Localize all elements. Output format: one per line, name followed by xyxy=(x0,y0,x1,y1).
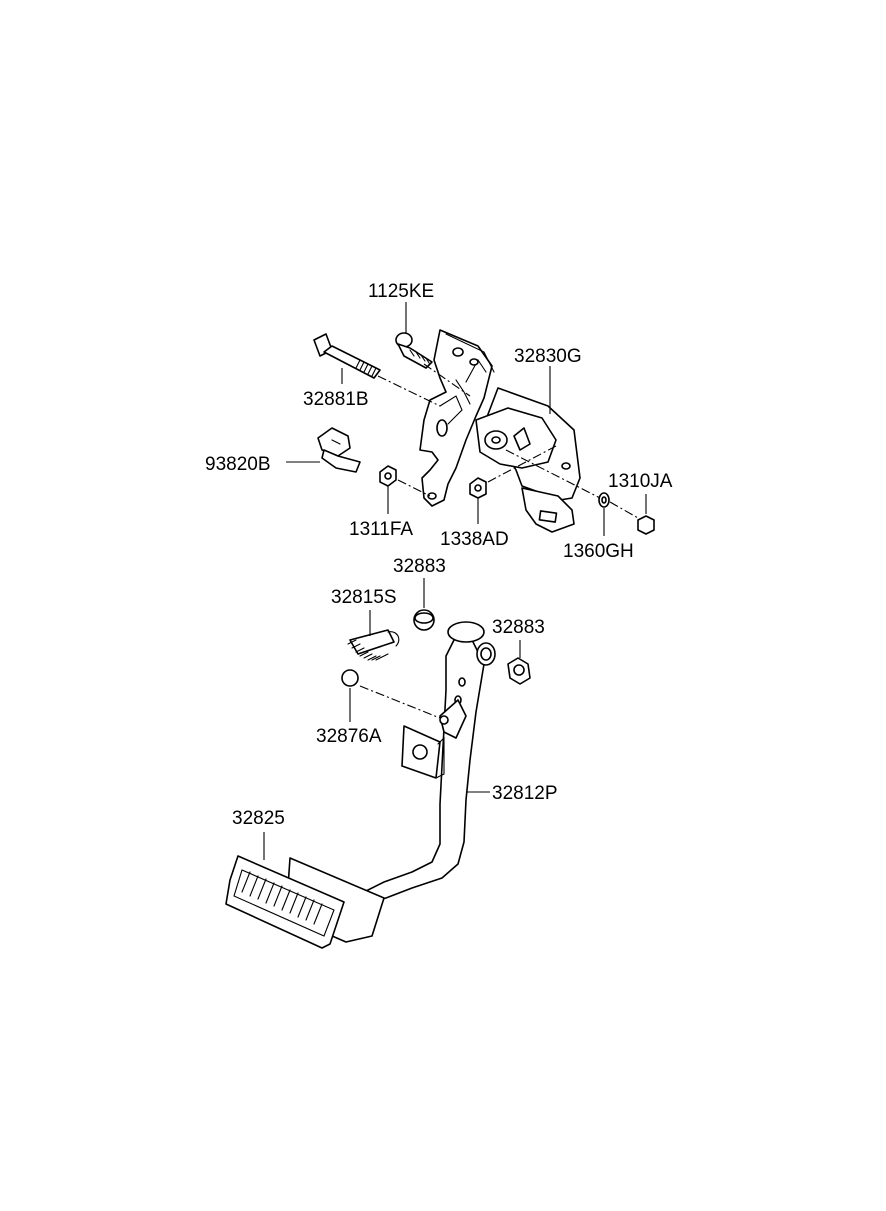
nut-1311fa xyxy=(379,465,397,487)
callout-labels: 1125KE 32830G 32881B 93820B 1310JA 1311F… xyxy=(205,281,673,829)
callout-1125ke: 1125KE xyxy=(368,281,434,302)
callout-32883-upper: 32883 xyxy=(393,556,446,577)
bolt-1125ke xyxy=(395,332,433,369)
bushing-32883-right xyxy=(507,657,531,685)
callout-32876a: 32876A xyxy=(316,726,382,747)
pedal-bracket-32830g xyxy=(419,329,581,533)
stopper-32876a xyxy=(341,669,359,687)
callout-1338ad: 1338AD xyxy=(440,529,509,550)
callout-32881b: 32881B xyxy=(303,389,369,410)
return-spring-32815s xyxy=(347,629,400,661)
callout-1311fa: 1311FA xyxy=(349,519,413,540)
leader-lines xyxy=(263,302,647,860)
callout-32815s: 32815S xyxy=(331,587,397,608)
callout-32830g: 32830G xyxy=(514,346,582,367)
callout-32812p: 32812P xyxy=(492,783,558,804)
bushing-32883-left xyxy=(413,609,435,631)
callout-1360gh: 1360GH xyxy=(563,541,634,562)
callout-1310ja: 1310JA xyxy=(608,471,673,492)
stop-lamp-switch-93820b xyxy=(317,427,361,473)
callout-32883-right: 32883 xyxy=(492,617,545,638)
callout-93820b: 93820B xyxy=(205,454,271,475)
pin-bolt-32881b xyxy=(313,333,381,379)
pedal-pad-32825 xyxy=(225,855,385,949)
assembly-lines xyxy=(359,363,639,719)
nut-1310ja xyxy=(637,515,655,535)
callout-32825: 32825 xyxy=(232,808,285,829)
nut-1338ad xyxy=(469,477,487,499)
pedal-arm-32812p xyxy=(359,621,496,905)
washer-1360gh xyxy=(598,492,610,508)
